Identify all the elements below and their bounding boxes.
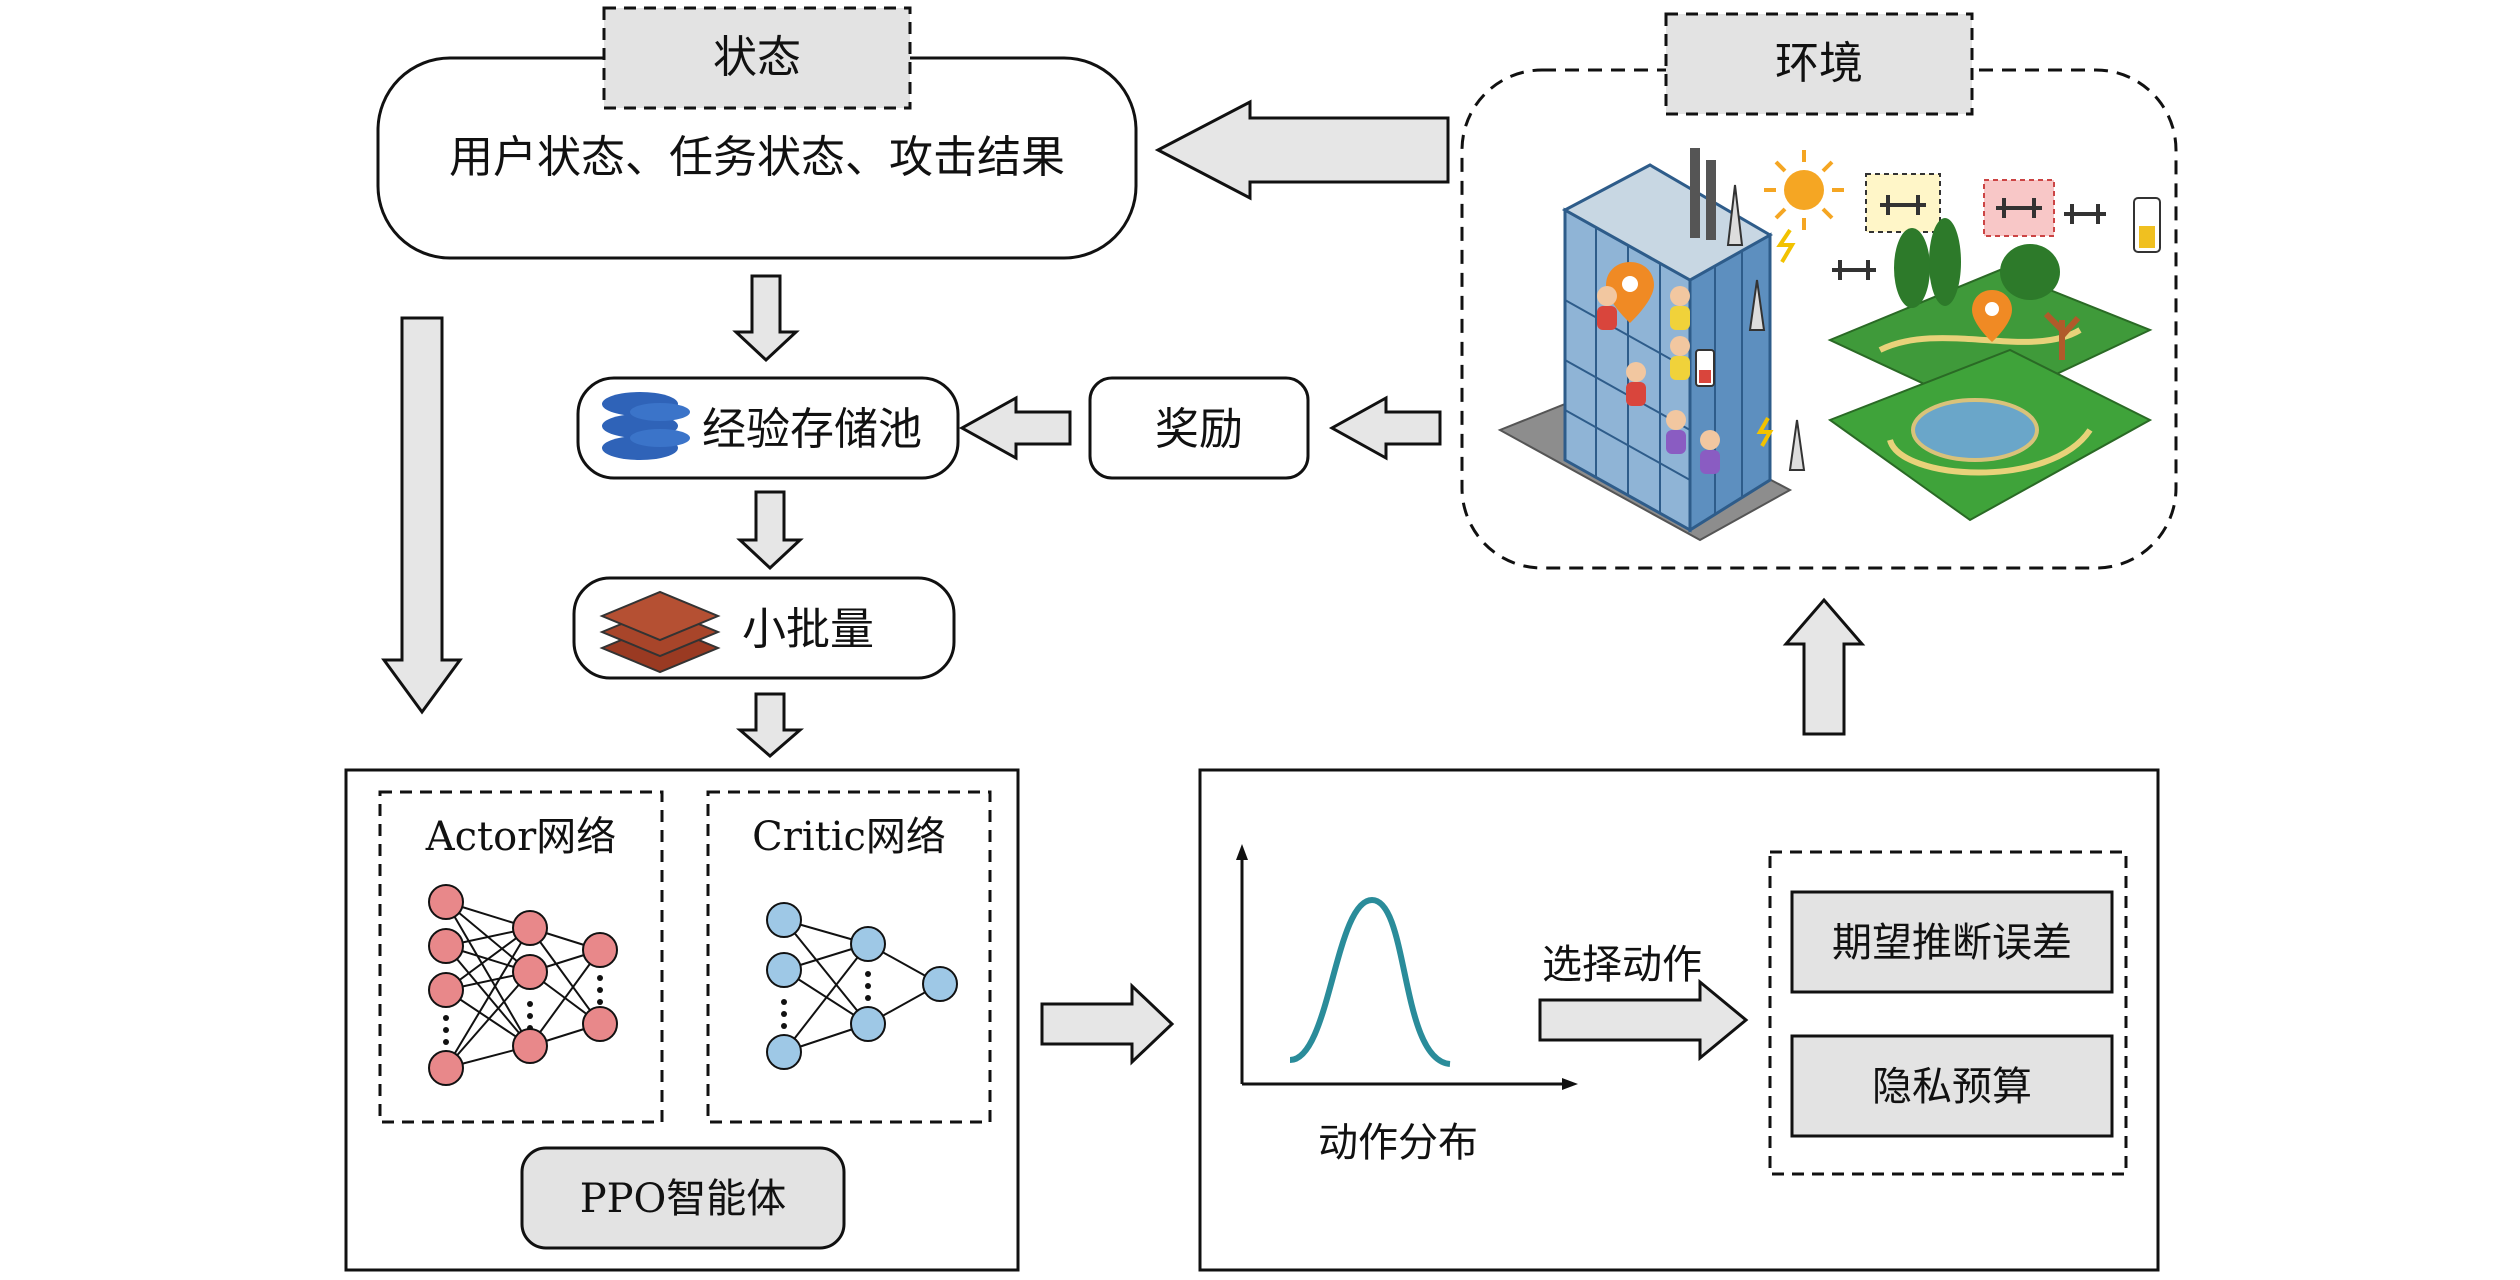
actor-network-label: Actor网络 xyxy=(425,814,617,860)
critic-ellipsis-dot xyxy=(865,995,871,1001)
arrow-select-action xyxy=(1538,978,1749,1062)
arrow-minibatch-to-agent xyxy=(735,692,805,758)
arrow-agent-to-action xyxy=(1040,982,1175,1066)
critic-ellipsis-dot xyxy=(781,1011,787,1017)
actor-edge xyxy=(445,945,531,1047)
critic-node xyxy=(850,926,886,962)
lake xyxy=(1911,398,2039,462)
arrow-state-to-pool xyxy=(732,274,800,363)
reward-box xyxy=(1088,376,1310,480)
distribution-label: 动作分布 xyxy=(1318,1120,1478,1166)
actor-node xyxy=(512,1028,548,1064)
critic-network-box xyxy=(706,790,992,1124)
actor-node xyxy=(582,1006,618,1042)
critic-node xyxy=(766,902,802,938)
lightning-icon xyxy=(1776,228,1796,264)
arrow-reward-to-pool xyxy=(958,395,1072,461)
actor-node xyxy=(512,954,548,990)
actor-edge xyxy=(445,901,531,1047)
actor-node xyxy=(582,932,618,968)
actor-ellipsis-dot xyxy=(443,1015,449,1021)
actor-node xyxy=(428,1050,464,1086)
database-icon xyxy=(602,392,690,460)
building-roof xyxy=(1561,163,1774,282)
experience-pool-label: 经验存储池 xyxy=(702,404,922,455)
actor-edge xyxy=(529,927,601,1025)
distribution-curve xyxy=(1289,896,1451,1067)
critic-edge xyxy=(783,943,869,1053)
dead-tree-icon xyxy=(2043,311,2081,360)
actor-edge xyxy=(445,971,531,1069)
critic-node xyxy=(766,952,802,988)
arrow-pool-to-minibatch xyxy=(736,490,804,571)
actor-node xyxy=(428,928,464,964)
actor-ellipsis-dot xyxy=(443,1039,449,1045)
environment-title: 环境 xyxy=(1775,38,1863,89)
actor-node xyxy=(512,910,548,946)
actor-edge xyxy=(529,949,601,1047)
critic-nodes xyxy=(766,902,958,1070)
state-content: 用户状态、任务状态、攻击结果 xyxy=(449,132,1065,183)
critic-edge xyxy=(783,919,869,1025)
critic-node xyxy=(766,1034,802,1070)
critic-node xyxy=(850,1006,886,1042)
arrow-env-to-state xyxy=(1154,99,1450,201)
actor-nodes xyxy=(428,884,618,1086)
reward-label: 奖励 xyxy=(1155,404,1243,455)
expected-inference-error-label: 期望推断误差 xyxy=(1832,920,2072,966)
actor-edge xyxy=(445,927,531,1069)
user-icons xyxy=(1597,286,1720,474)
antenna-icon xyxy=(1748,279,1766,331)
layers-icon xyxy=(599,590,721,674)
environment-illustration xyxy=(1497,148,2161,542)
critic-node xyxy=(922,966,958,1002)
arrow-action-to-env xyxy=(1782,597,1866,736)
trail xyxy=(1887,428,2093,476)
x-axis-arrowhead xyxy=(1562,1078,1578,1090)
select-action-label: 选择动作 xyxy=(1542,942,1702,988)
privacy-budget-box xyxy=(1790,1034,2114,1138)
roof-tower xyxy=(1690,148,1700,238)
lightning-icon xyxy=(1756,417,1774,447)
drone-icons xyxy=(1832,173,2106,280)
actor-node xyxy=(428,884,464,920)
environment-title-tag xyxy=(1664,12,1974,116)
agent-name-label: PPO智能体 xyxy=(580,1176,787,1222)
arrow-env-to-reward xyxy=(1328,395,1442,461)
actor-ellipsis-dot xyxy=(527,1013,533,1019)
arrow-state-to-agent xyxy=(381,316,463,715)
expected-inference-error-box xyxy=(1790,890,2114,994)
sun-icon xyxy=(1764,150,1844,230)
antenna-icon xyxy=(1726,184,1744,246)
actor-node xyxy=(428,972,464,1008)
actor-ellipsis-dot xyxy=(527,1001,533,1007)
location-pin-icon xyxy=(1606,262,1654,323)
minibatch-label: 小批量 xyxy=(742,604,874,655)
critic-ellipsis-dot xyxy=(865,971,871,977)
y-axis-arrowhead xyxy=(1236,844,1248,860)
agent-name-box xyxy=(520,1146,846,1250)
privacy-budget-label: 隐私预算 xyxy=(1872,1064,2032,1110)
critic-ellipsis-dot xyxy=(865,983,871,989)
actor-ellipsis-dot xyxy=(597,987,603,993)
roof-tower xyxy=(1706,160,1716,240)
state-title-tag xyxy=(602,6,912,110)
antenna-icon xyxy=(1788,419,1806,471)
critic-network-label: Critic网络 xyxy=(752,814,946,860)
critic-ellipsis-dot xyxy=(781,1023,787,1029)
tree-icons xyxy=(1894,218,2060,308)
critic-ellipsis-dot xyxy=(781,999,787,1005)
actor-ellipsis-dot xyxy=(443,1027,449,1033)
state-title: 状态 xyxy=(713,32,801,83)
actor-ellipsis-dot xyxy=(597,975,603,981)
actor-ellipsis-dot xyxy=(597,999,603,1005)
